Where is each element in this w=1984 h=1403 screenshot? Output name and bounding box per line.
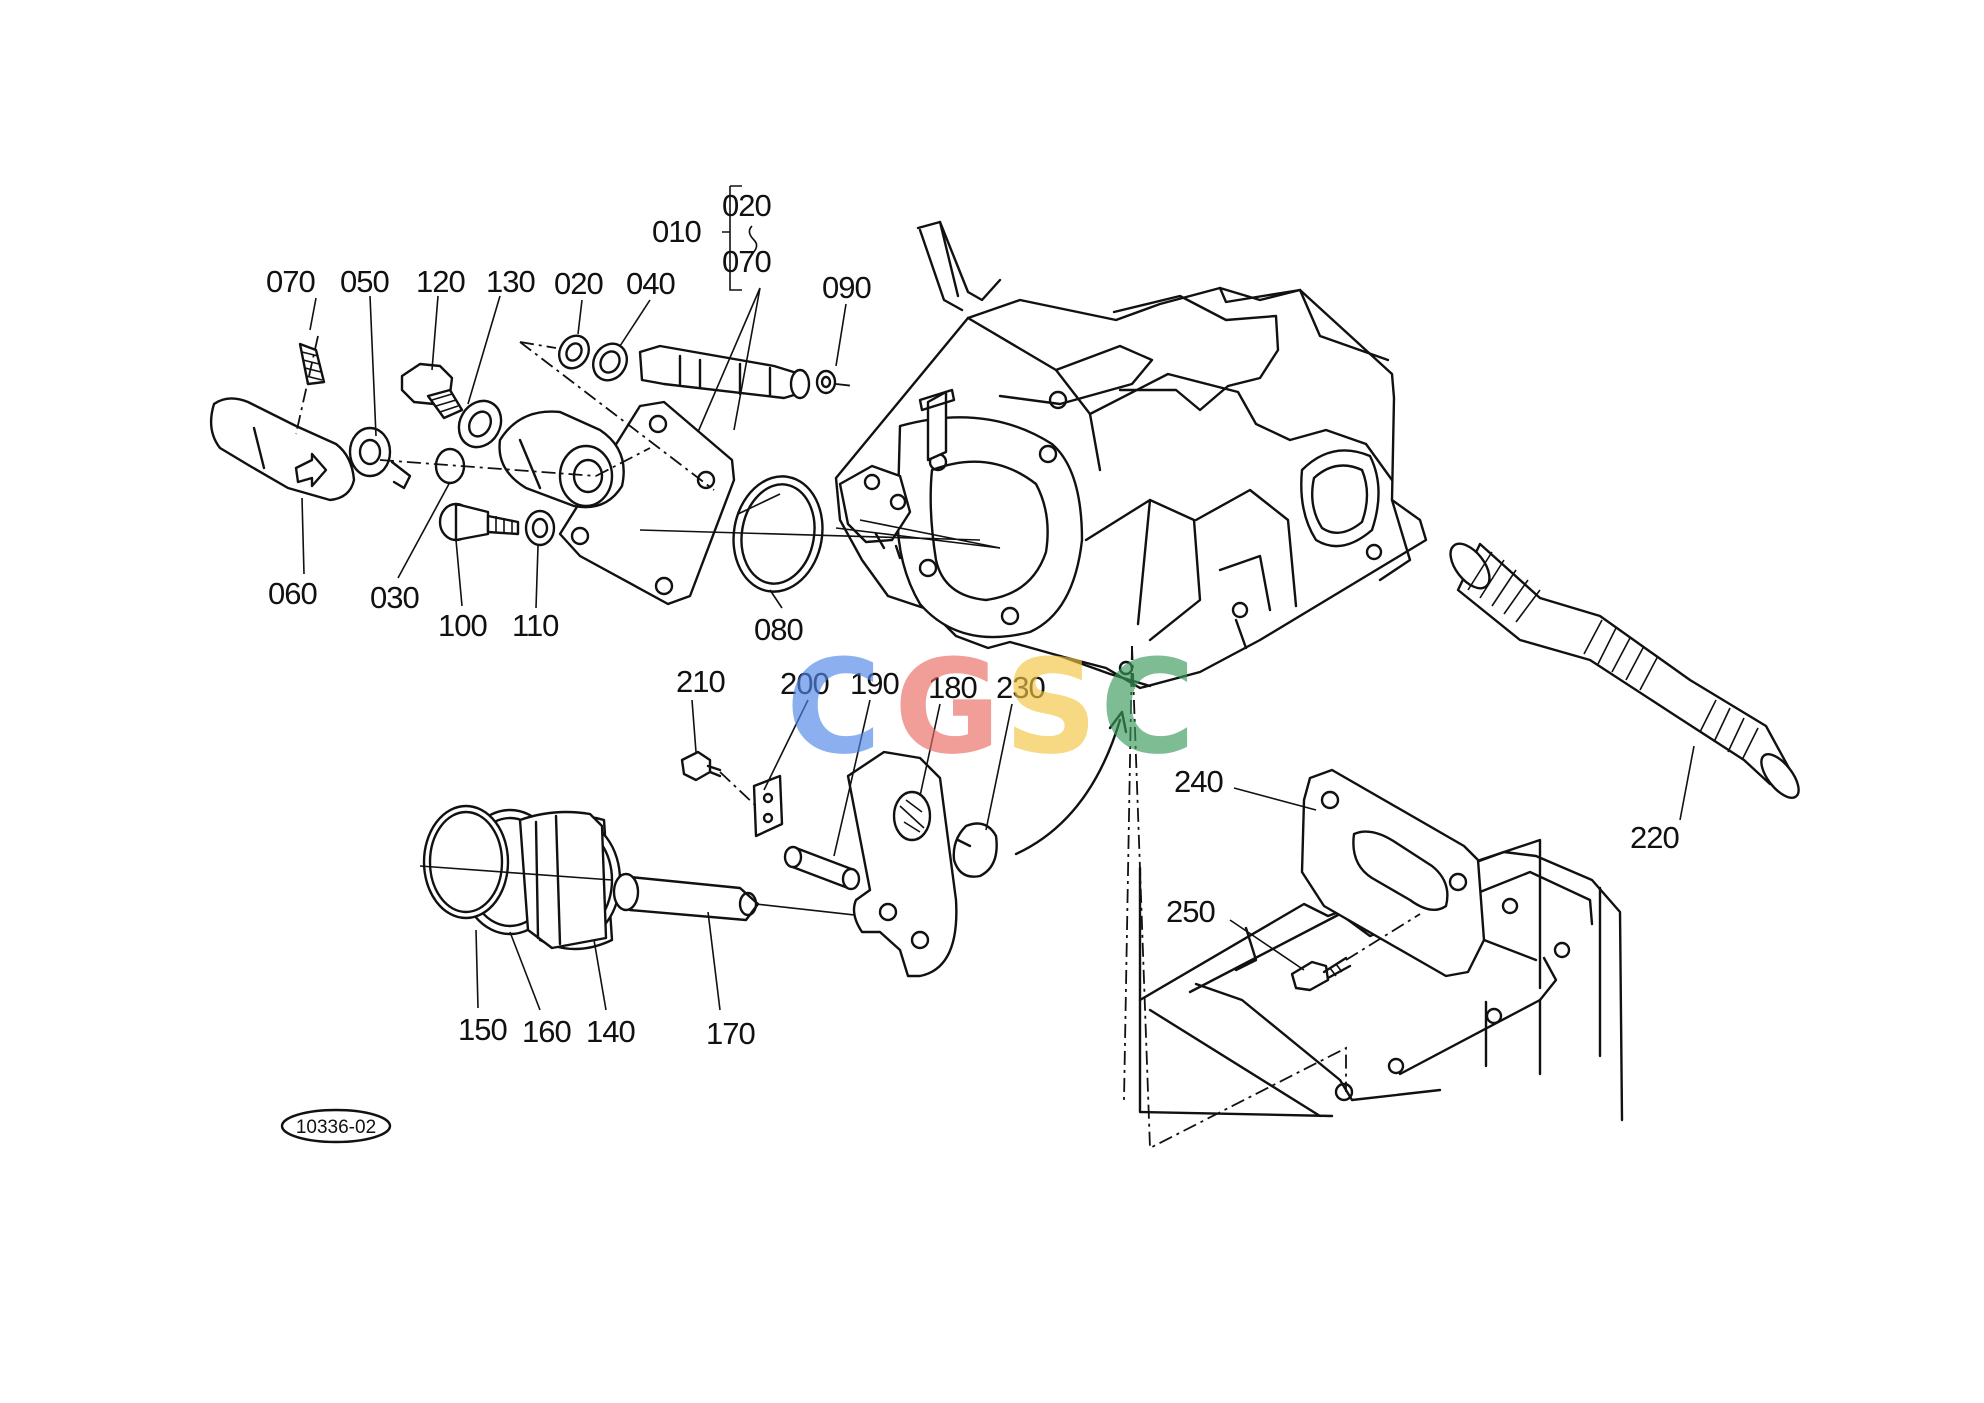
bolt-250 [1290, 913, 1421, 992]
callout: 230 [996, 670, 1045, 705]
o-ring-030 [434, 447, 466, 485]
bolt-100 [438, 502, 520, 542]
callout: 220 [1630, 820, 1679, 855]
callout: 240 [1174, 764, 1223, 799]
watermark-letter: G [894, 631, 1001, 783]
callout: 190 [850, 666, 899, 701]
circlip-230 [952, 822, 998, 878]
callout: 070 [266, 264, 315, 299]
figure-code: 10336-02 [296, 1117, 376, 1138]
callout: 040 [626, 266, 675, 301]
watermark-letter: S [1004, 631, 1098, 783]
piston-group [419, 804, 622, 951]
callout: 150 [458, 1012, 507, 1047]
spring-pin-070 [295, 335, 326, 435]
valve-cover [498, 400, 736, 606]
callout: 130 [486, 264, 535, 299]
figure-code-badge: 10336-02 [280, 1108, 392, 1144]
callout: 020 [722, 188, 771, 223]
washer-130 [457, 399, 503, 449]
washer-050 [348, 426, 412, 490]
watermark-letter: C [1100, 631, 1195, 783]
arm-180 [846, 750, 958, 978]
watermark-letter: C [786, 631, 881, 783]
callout: 210 [676, 664, 725, 699]
callout: 080 [754, 612, 803, 647]
callout: 100 [438, 608, 487, 643]
callout: 170 [706, 1016, 755, 1051]
watermark-logo: C G S C [786, 631, 1195, 783]
assembly-lines-upper [379, 341, 1001, 549]
callout: 140 [586, 1014, 635, 1049]
callout: 120 [416, 264, 465, 299]
group-bracket-010 [722, 185, 758, 291]
washer-110 [524, 509, 556, 547]
plug-120 [400, 362, 464, 420]
callout: 030 [370, 580, 419, 615]
leader-lines [301, 287, 1695, 1011]
callout: 050 [340, 264, 389, 299]
assembly-arrow [1014, 710, 1128, 856]
callout: 250 [1166, 894, 1215, 929]
callout: 060 [268, 576, 317, 611]
bolt-210 [680, 750, 757, 807]
hydraulic-housing [834, 220, 1428, 690]
callout: 180 [928, 670, 977, 705]
callout: 090 [822, 270, 871, 305]
splined-shaft [1449, 542, 1800, 799]
rod-170 [612, 872, 901, 922]
callout: 200 [780, 666, 829, 701]
lever-060 [209, 397, 356, 502]
callout: 160 [522, 1014, 571, 1049]
pin-190 [783, 845, 861, 891]
callout: 010 [652, 214, 701, 249]
spool-valve [519, 334, 855, 400]
callout-labels: 070 050 120 130 020 040 090 010 020 070 … [266, 188, 1680, 1051]
callout: 110 [512, 608, 559, 643]
cover-plate [1300, 768, 1542, 990]
callout: 020 [554, 266, 603, 301]
callout: 070 [722, 244, 771, 279]
plate-200 [752, 774, 784, 838]
